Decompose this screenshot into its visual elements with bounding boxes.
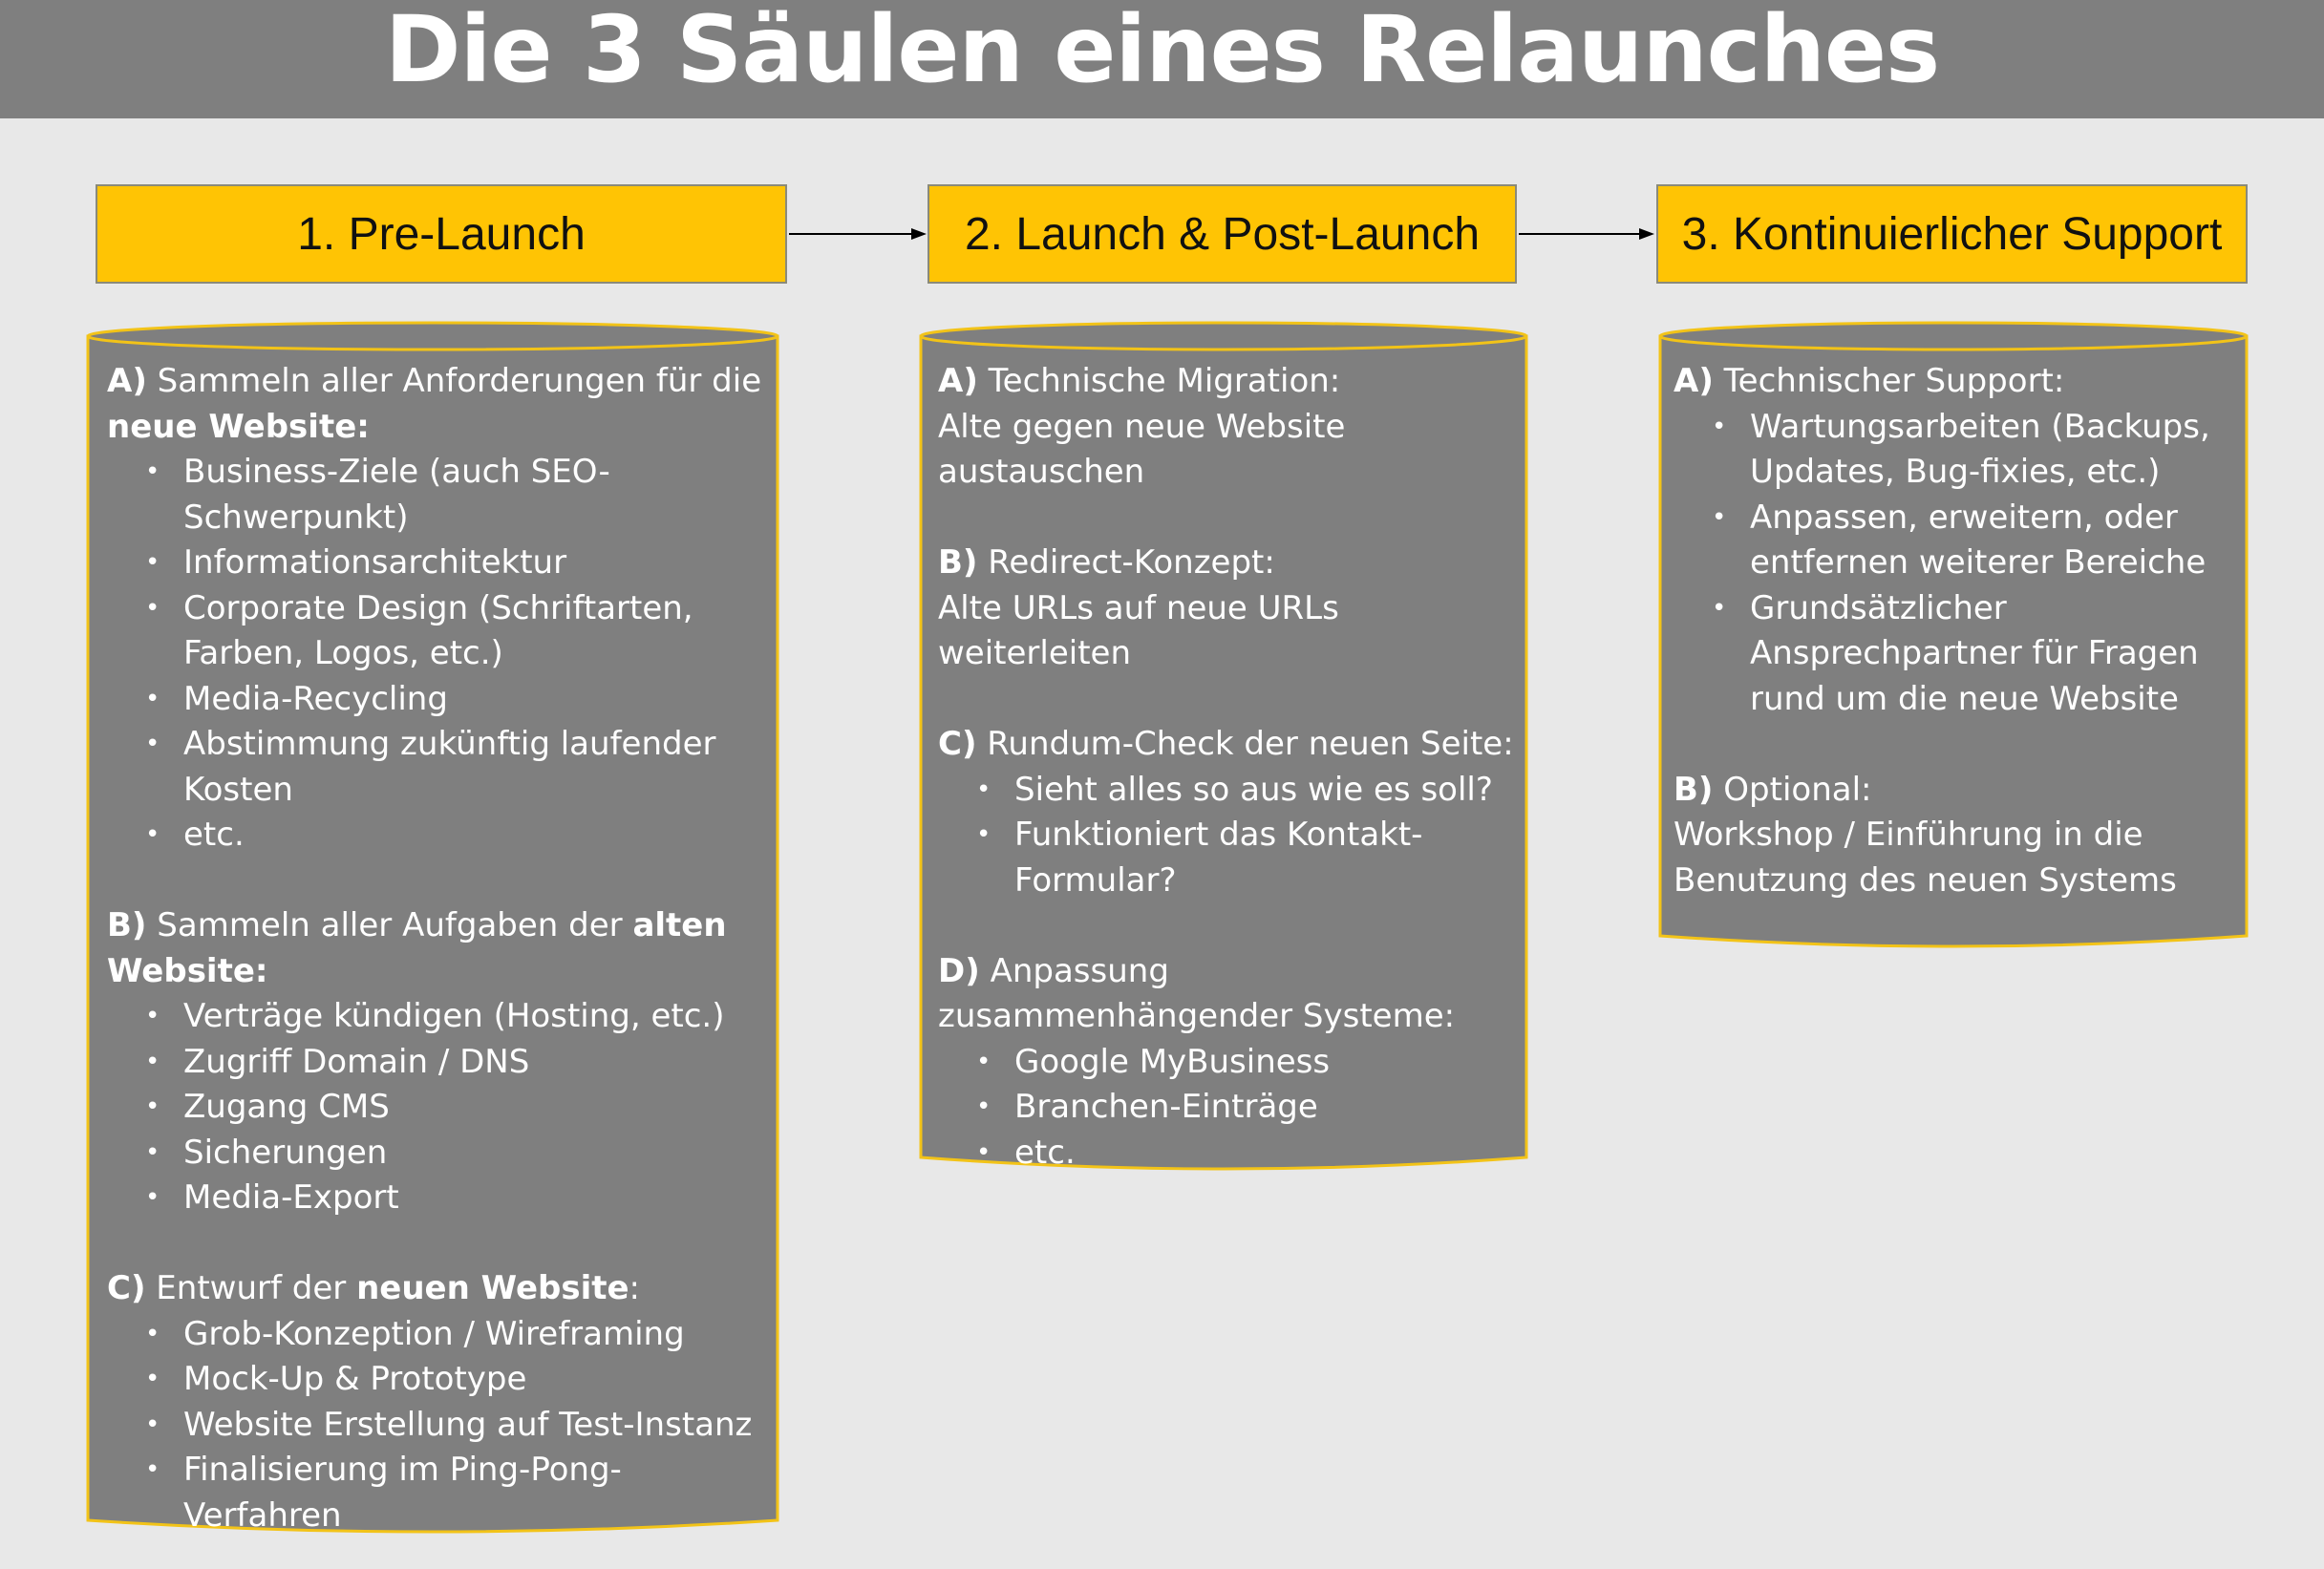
section-heading-text: Anpassung zusammenhängender Systeme:	[938, 951, 1456, 1036]
column-pre-launch: A) Sammeln aller Anforderungen für die n…	[86, 315, 779, 1542]
section-line: Workshop / Einführung in die Benutzung d…	[1674, 816, 2177, 900]
section-heading-text: Optional:	[1713, 770, 1872, 809]
column-launch-post-launch: A) Technische Migration:Alte gegen neue …	[919, 315, 1528, 1179]
column-text: A) Technische Migration:Alte gegen neue …	[938, 359, 1530, 1176]
section-heading: A) Technische Migration:	[938, 359, 1530, 405]
section-letter: A)	[938, 362, 978, 400]
stage-launch-post-launch: 2. Launch & Post-Launch	[927, 184, 1517, 284]
list-item: Sicherungen	[107, 1131, 776, 1177]
list-item: Sieht alles so aus wie es soll?	[938, 768, 1530, 814]
section-heading-text: neuen Website	[356, 1269, 629, 1307]
list-item: Website Erstellung auf Test-Instanz	[107, 1403, 776, 1449]
section-heading-text: neue Website:	[107, 407, 370, 446]
section-heading-text: Entwurf der	[145, 1269, 357, 1307]
section-letter: C)	[938, 725, 977, 763]
bullet-list: Business-Ziele (auch SEO-Schwerpunkt)Inf…	[107, 450, 776, 859]
section-heading-text: Technischer Support:	[1713, 362, 2065, 400]
section-heading: C) Rundum-Check der neuen Seite:	[938, 722, 1530, 768]
section-letter: B)	[107, 906, 147, 944]
list-item: Abstimmung zukünftig laufender Kosten	[107, 722, 776, 813]
section-letter: A)	[1674, 362, 1714, 400]
section-heading: B) Redirect-Konzept:	[938, 541, 1530, 586]
list-item: Informationsarchitektur	[107, 541, 776, 586]
section-heading: D) Anpassung zusammenhängender Systeme:	[938, 949, 1530, 1040]
list-item: Zugang CMS	[107, 1085, 776, 1131]
section-heading-text: Redirect-Konzept:	[977, 543, 1275, 582]
list-item: Anpassen, erweitern, oder entfernen weit…	[1674, 496, 2250, 586]
column-kontinuierlicher-support: A) Technischer Support:Wartungsarbeiten …	[1658, 315, 2249, 957]
list-item: Grob-Konzeption / Wireframing	[107, 1312, 776, 1358]
section-gap	[1674, 722, 2250, 768]
column-text: A) Technischer Support:Wartungsarbeiten …	[1674, 359, 2250, 903]
section-gap	[107, 1221, 776, 1267]
list-item: Mock-Up & Prototype	[107, 1357, 776, 1403]
section-line: Alte gegen neue Website austauschen	[938, 407, 1346, 492]
page-title: Die 3 Säulen eines Relaunches	[384, 0, 1940, 103]
section-gap	[938, 903, 1530, 949]
section-heading: A) Sammeln aller Anforderungen für die n…	[107, 359, 776, 450]
bullet-list: Grob-Konzeption / WireframingMock-Up & P…	[107, 1312, 776, 1539]
list-item: Grundsätzlicher Ansprechpartner für Frag…	[1674, 586, 2250, 723]
list-item: Zugriff Domain / DNS	[107, 1040, 776, 1086]
section-heading: C) Entwurf der neuen Website:	[107, 1266, 776, 1312]
section-heading: B) Optional:	[1674, 768, 2250, 814]
section-gap	[938, 496, 1530, 541]
section-line: Alte URLs auf neue URLs weiterleiten	[938, 588, 1339, 673]
section-gap	[107, 859, 776, 904]
list-item: Wartungsarbeiten (Backups, Updates, Bug-…	[1674, 405, 2250, 496]
list-item: etc.	[107, 813, 776, 859]
section-letter: B)	[1674, 770, 1714, 809]
section-heading-text: alten Website:	[107, 906, 727, 990]
section-letter: D)	[938, 951, 980, 990]
list-item: Finalisierung im Ping-Pong-Verfahren	[107, 1448, 776, 1538]
list-item: Corporate Design (Schriftarten, Farben, …	[107, 586, 776, 677]
list-item: Media-Export	[107, 1176, 776, 1221]
list-item: Media-Recycling	[107, 677, 776, 723]
stage-kontinuierlicher-support: 3. Kontinuierlicher Support	[1656, 184, 2248, 284]
section-letter: A)	[107, 362, 147, 400]
list-item: Verträge kündigen (Hosting, etc.)	[107, 994, 776, 1040]
bullet-list: Wartungsarbeiten (Backups, Updates, Bug-…	[1674, 405, 2250, 723]
bullet-list: Verträge kündigen (Hosting, etc.)Zugriff…	[107, 994, 776, 1221]
section-heading-text: Sammeln aller Anforderungen für die	[146, 362, 762, 400]
title-bar: Die 3 Säulen eines Relaunches	[0, 0, 2324, 118]
section-letter: C)	[107, 1269, 146, 1307]
section-heading: A) Technischer Support:	[1674, 359, 2250, 405]
section-letter: B)	[938, 543, 978, 582]
list-item: Branchen-Einträge	[938, 1085, 1530, 1131]
section-heading-text: Technische Migration:	[977, 362, 1341, 400]
section-heading: B) Sammeln aller Aufgaben der alten Webs…	[107, 903, 776, 994]
list-item: Funktioniert das Kontakt-Formular?	[938, 813, 1530, 903]
section-gap	[938, 677, 1530, 723]
stage-pre-launch: 1. Pre-Launch	[96, 184, 787, 284]
section-heading-text: :	[629, 1269, 641, 1307]
list-item: Google MyBusiness	[938, 1040, 1530, 1086]
section-heading-text: Rundum-Check der neuen Seite:	[976, 725, 1514, 763]
section-heading-text: Sammeln aller Aufgaben der	[146, 906, 633, 944]
bullet-list: Sieht alles so aus wie es soll?Funktioni…	[938, 768, 1530, 904]
list-item: etc.	[938, 1131, 1530, 1177]
arrow-2-to-3	[1519, 228, 1654, 240]
arrow-1-to-2	[789, 228, 927, 240]
column-text: A) Sammeln aller Anforderungen für die n…	[107, 359, 776, 1538]
bullet-list: Google MyBusinessBranchen-Einträgeetc.	[938, 1040, 1530, 1177]
list-item: Business-Ziele (auch SEO-Schwerpunkt)	[107, 450, 776, 541]
